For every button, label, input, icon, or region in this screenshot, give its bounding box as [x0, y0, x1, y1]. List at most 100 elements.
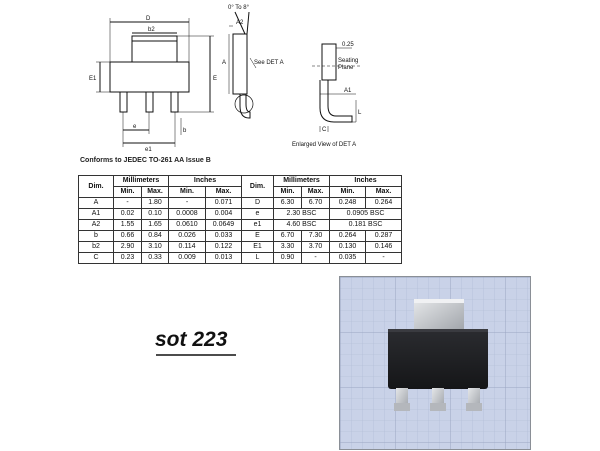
header-dim: Dim. — [78, 175, 114, 198]
table-cell: 0.035 — [329, 252, 366, 264]
table-cell: b2 — [78, 241, 114, 253]
jedec-conformance-note: Conforms to JEDEC TO-261 AA Issue B — [80, 157, 211, 164]
top-view-lead — [145, 91, 154, 113]
table-cell: 0.181 BSC — [329, 219, 402, 231]
table-cell: C — [78, 252, 114, 264]
table-cell: - — [301, 252, 330, 264]
package-photo-image — [340, 277, 530, 449]
package-photo — [339, 276, 531, 450]
table-cell: 0.66 — [113, 230, 142, 242]
table-cell: A1 — [78, 208, 114, 220]
enlarged-lead — [319, 80, 353, 123]
label-E1: E1 — [89, 76, 97, 82]
header-max: Max. — [365, 186, 402, 198]
table-cell: D — [241, 197, 274, 209]
table-cell: 0.071 — [205, 197, 242, 209]
label-E: E — [213, 76, 217, 82]
table-cell: 0.0610 — [168, 219, 206, 231]
label-e: e — [133, 124, 137, 130]
header-inches: Inches — [168, 175, 242, 187]
table-cell: 0.146 — [365, 241, 402, 253]
table-cell: 0.84 — [141, 230, 169, 242]
table-cell: 0.004 — [205, 208, 242, 220]
table-cell: 0.0905 BSC — [329, 208, 402, 220]
table-cell: 2.90 — [113, 241, 142, 253]
chip-body — [388, 329, 488, 389]
label-enlarged: Enlarged View of DET A — [292, 142, 356, 148]
table-cell: 0.10 — [141, 208, 169, 220]
chip-tab — [414, 301, 464, 333]
table-cell: 4.60 BSC — [273, 219, 330, 231]
table-cell: 1.65 — [141, 219, 169, 231]
table-row: A - 1.80 - 0.071 D 6.30 6.70 0.248 0.264 — [78, 197, 402, 209]
table-cell: E1 — [241, 241, 274, 253]
table-cell: 6.70 — [301, 197, 330, 209]
table-cell: 1.55 — [113, 219, 142, 231]
top-view-tab — [131, 35, 178, 63]
header-dim: Dim. — [241, 175, 274, 198]
header-millimeters: Millimeters — [273, 175, 330, 187]
top-view-lead — [119, 91, 128, 113]
table-cell: e — [241, 208, 274, 220]
table-cell: A — [78, 197, 114, 209]
caption-underline — [156, 354, 236, 356]
table-cell: 6.70 — [273, 230, 302, 242]
top-view-body — [109, 61, 190, 93]
package-drawing: D b2 E1 E e e1 b 0° To 8° A2 A See DET A… — [89, 5, 362, 153]
label-see-det: See DET A — [254, 60, 284, 66]
table-cell: 0.026 — [168, 230, 206, 242]
label-A2: A2 — [236, 20, 244, 26]
table-cell: 0.130 — [329, 241, 366, 253]
label-L: L — [358, 110, 362, 116]
table-cell: 0.114 — [168, 241, 206, 253]
enlarged-body — [321, 43, 337, 81]
table-row: b2 2.90 3.10 0.114 0.122 E1 3.30 3.70 0.… — [78, 241, 402, 253]
table-cell: 0.33 — [141, 252, 169, 264]
table-cell: 0.90 — [273, 252, 302, 264]
table-cell: e1 — [241, 219, 274, 231]
table-cell: A2 — [78, 219, 114, 231]
table-cell: 3.70 — [301, 241, 330, 253]
table-cell: - — [365, 252, 402, 264]
table-cell: 3.10 — [141, 241, 169, 253]
label-seating: Seating — [338, 58, 358, 64]
label-plane: Plane — [338, 65, 354, 71]
table-cell: 6.30 — [273, 197, 302, 209]
header-inches: Inches — [329, 175, 402, 187]
det-a-circle — [234, 94, 254, 114]
side-view-body — [232, 33, 248, 95]
table-cell: 0.23 — [113, 252, 142, 264]
table-cell: L — [241, 252, 274, 264]
table-row: b 0.66 0.84 0.026 0.033 E 6.70 7.30 0.26… — [78, 230, 402, 242]
header-max: Max. — [141, 186, 169, 198]
table-cell: 0.013 — [205, 252, 242, 264]
label-angle: 0° To 8° — [228, 5, 250, 11]
dimensions-table: Dim. Millimeters Inches Dim. Millimeters… — [78, 175, 402, 264]
table-row: A1 0.02 0.10 0.0008 0.004 e 2.30 BSC 0.0… — [78, 208, 402, 220]
table-cell: 0.0649 — [205, 219, 242, 231]
table-cell: 2.30 BSC — [273, 208, 330, 220]
table-cell: 7.30 — [301, 230, 330, 242]
table-cell: b — [78, 230, 114, 242]
header-min: Min. — [113, 186, 142, 198]
label-b2: b2 — [148, 27, 155, 33]
top-view-lead — [170, 91, 179, 113]
table-cell: 0.033 — [205, 230, 242, 242]
table-cell: 0.122 — [205, 241, 242, 253]
header-millimeters: Millimeters — [113, 175, 169, 187]
label-C: C — [322, 127, 327, 133]
label-b: b — [183, 128, 187, 134]
header-min: Min. — [329, 186, 366, 198]
package-caption: sot 223 — [155, 328, 236, 356]
header-min: Min. — [273, 186, 302, 198]
table-cell: 0.009 — [168, 252, 206, 264]
side-view-lead — [239, 94, 251, 119]
header-max: Max. — [205, 186, 242, 198]
table-row: C 0.23 0.33 0.009 0.013 L 0.90 - 0.035 - — [78, 252, 402, 264]
table-row: A2 1.55 1.65 0.0610 0.0649 e1 4.60 BSC 0… — [78, 219, 402, 231]
table-cell: 0.287 — [365, 230, 402, 242]
table-cell: E — [241, 230, 274, 242]
label-025: 0.25 — [342, 42, 354, 48]
table-cell: 1.80 — [141, 197, 169, 209]
table-cell: 0.02 — [113, 208, 142, 220]
